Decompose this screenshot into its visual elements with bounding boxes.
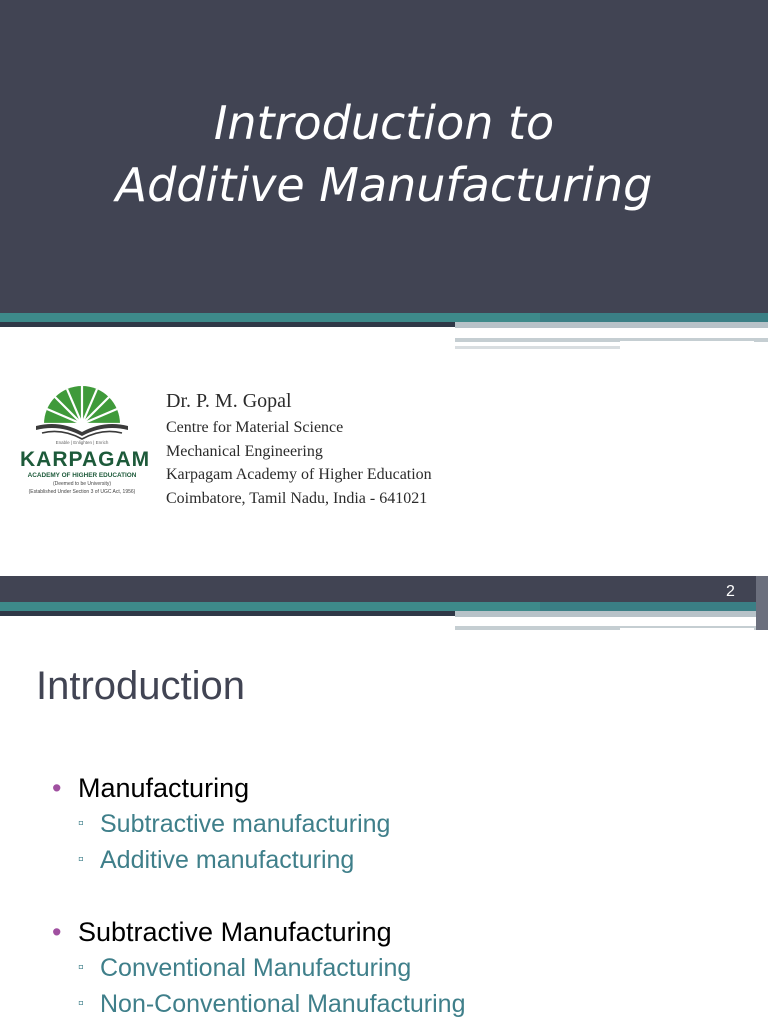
sub-bullet-label: Subtractive manufacturing [100,810,391,838]
page-number: 2 [726,583,735,600]
slide2-dark-band [0,611,768,616]
slide2-deco-stripe-3 [455,626,768,630]
title-slide: Introduction to Additive Manufacturing [0,0,768,510]
author-line: Mechanical Engineering [166,442,323,460]
slide-title: Introduction to Additive Manufacturing [0,92,768,216]
slide2-deco-stripe-2 [455,622,711,624]
slide2-header-band [0,576,768,602]
bullet-item: • Manufacturing [52,770,466,806]
deco-stripe-2 [455,333,711,335]
deco-stripe-5 [620,341,754,343]
title-line-2: Additive Manufacturing [115,158,653,212]
square-bullet-icon: ▫ [78,815,84,832]
logo-established: (Established Under Section 3 of UGC Act,… [28,489,136,495]
bullet-item: • Subtractive Manufacturing [52,914,466,950]
slide2-teal-band [0,602,768,611]
author-block: Dr. P. M. Gopal Centre for Material Scie… [166,388,432,510]
karpagam-logo: Enable | Enlighten | Enrich KARPAGAM ACA… [20,384,151,504]
deco-stripe-1 [455,322,768,328]
deco-stripe-3 [455,338,768,342]
sub-bullet-item: ▫ Subtractive manufacturing [52,806,466,842]
title-line-1: Introduction to [213,96,555,150]
bullet-dot-icon: • [52,917,62,947]
bullet-label: Manufacturing [78,773,250,803]
author-name: Dr. P. M. Gopal [166,390,292,412]
content-slide: 2 Introduction • Manufacturing ▫ Subtracti… [0,576,768,1024]
logo-deemed: (Deemed to be University) [52,481,112,487]
slide2-deco-stripe-1 [455,611,768,617]
header-teal-band [0,313,768,322]
square-bullet-icon: ▫ [78,851,84,868]
sun-book-icon [36,386,128,440]
sub-bullet-item: ▫ Conventional Manufacturing [52,950,466,986]
sub-bullet-label: Non-Conventional Manufacturing [100,990,466,1018]
square-bullet-icon: ▫ [78,995,84,1012]
bullet-dot-icon: • [52,773,62,803]
sub-bullet-label: Additive manufacturing [100,846,355,874]
title-header-band: Introduction to Additive Manufacturing [0,0,768,313]
sub-bullet-item: ▫ Additive manufacturing [52,842,466,878]
author-line: Centre for Material Science [166,419,344,436]
bullet-label: Subtractive Manufacturing [78,917,392,947]
slide2-deco-stripe-4 [620,628,754,630]
logo-tagline: Enable | Enlighten | Enrich [55,440,109,445]
slide-title: Introduction [36,664,246,708]
logo-name: KARPAGAM [20,448,151,471]
bullet-list: • Manufacturing ▫ Subtractive manufacturin… [52,770,466,1022]
author-line: Coimbatore, Tamil Nadu, India - 641021 [166,489,428,507]
sub-bullet-label: Conventional Manufacturing [100,954,412,982]
author-line: Karpagam Academy of Higher Education [166,466,432,483]
square-bullet-icon: ▫ [78,959,84,976]
header-dark-band [0,322,768,327]
deco-stripe-4 [455,346,620,349]
slide2-edge-block [756,576,768,630]
logo-subtitle: ACADEMY OF HIGHER EDUCATION [27,472,137,479]
sub-bullet-item: ▫ Non-Conventional Manufacturing [52,986,466,1022]
